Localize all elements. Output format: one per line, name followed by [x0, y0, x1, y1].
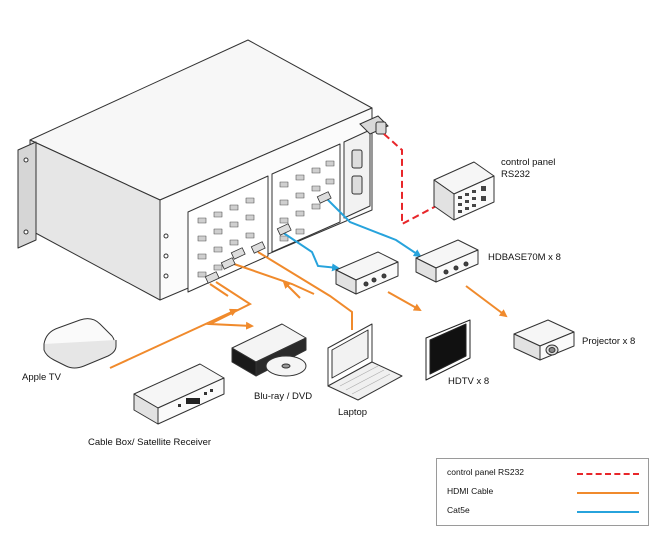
cable-box-device [133, 363, 225, 425]
matrix-switcher [17, 39, 373, 301]
laptop-device [327, 323, 403, 401]
legend-rs232-label: control panel RS232 [447, 467, 525, 477]
legend-hdmi-swatch [577, 492, 639, 494]
hdbase-extender-1 [335, 251, 399, 295]
hdbase-label: HDBASE70M x 8 [488, 252, 561, 263]
cat5e-cable-1 [281, 231, 340, 272]
hdtv-label: HDTV x 8 [448, 376, 490, 387]
hdmi-cable-cable-box [206, 281, 254, 330]
hdmi-cable-bluray [233, 263, 315, 295]
hdtv-device [425, 319, 471, 381]
legend-cat5e-swatch [577, 511, 639, 513]
control-panel-device [433, 161, 495, 221]
hdmi-cable-to-projector [465, 285, 508, 318]
projector-label: Projector x 8 [582, 336, 636, 347]
bluray-label: Blu-ray / DVD [254, 391, 313, 402]
control-panel-label-line2: RS232 [501, 169, 531, 180]
legend-hdmi-label: HDMI Cable [447, 486, 494, 496]
apple-tv-label: Apple TV [22, 372, 61, 383]
projector-device [513, 319, 575, 361]
rs232-cable [383, 133, 441, 226]
hdbase-extender-2 [415, 239, 479, 283]
legend: control panel RS232 HDMI Cable Cat5e [436, 458, 649, 526]
hdmi-cable-apple-tv [109, 308, 238, 369]
laptop-label: Laptop [338, 407, 368, 418]
hdmi-cable-bluray-arrow [282, 280, 301, 299]
legend-cat5e-label: Cat5e [447, 505, 470, 515]
cat5e-cable-2 [325, 197, 422, 258]
hdmi-plug-icon [204, 191, 332, 284]
apple-tv-device [43, 318, 117, 369]
hdmi-cable-to-hdtv [387, 291, 422, 311]
bluray-device [231, 323, 307, 377]
legend-rs232-swatch [577, 473, 639, 475]
control-panel-label-line1: control panel [501, 157, 556, 168]
hdmi-cable-apple-tv-return [209, 283, 229, 297]
cable-box-label: Cable Box/ Satellite Receiver [88, 437, 212, 448]
rs232-connector-icon [359, 115, 389, 135]
hdmi-cable-laptop [257, 251, 353, 330]
